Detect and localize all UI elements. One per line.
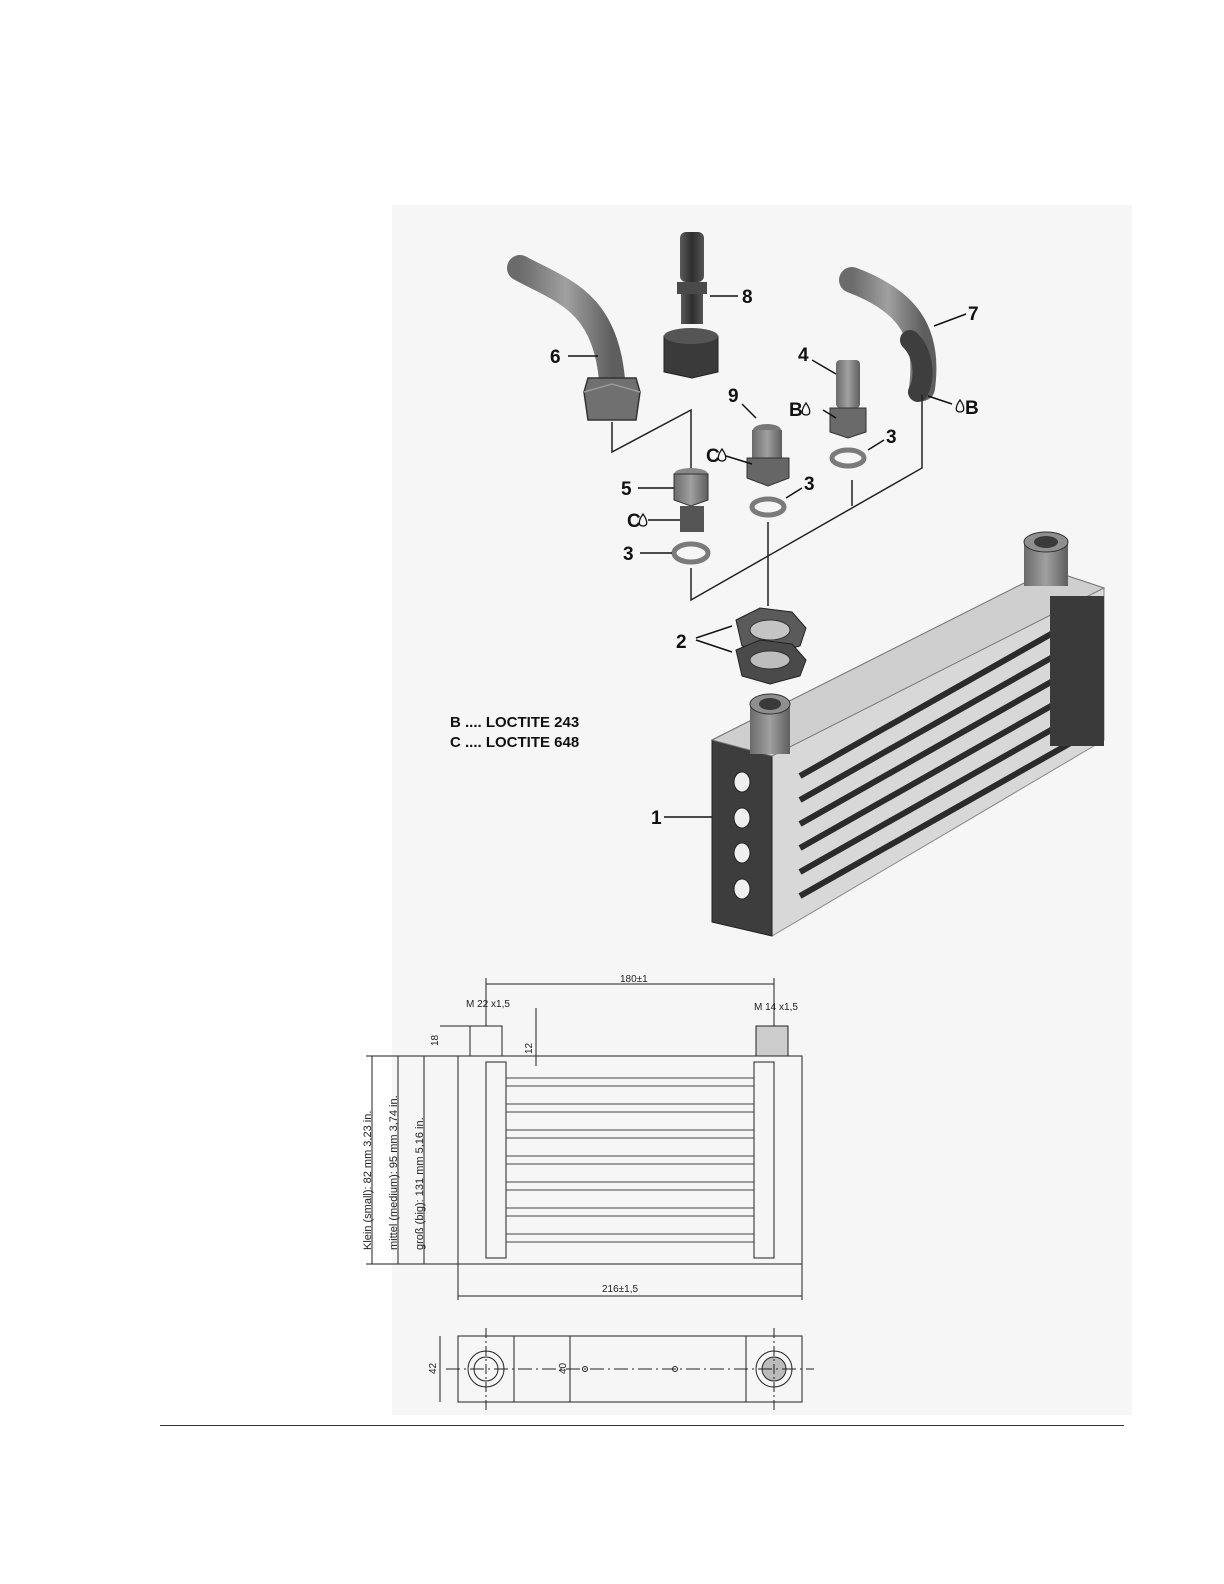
legend-loctite-c: C .... LOCTITE 648	[450, 734, 579, 751]
callout-c-lower: C	[627, 511, 641, 532]
footer-rule	[160, 1425, 1124, 1426]
callout-3b: 3	[804, 474, 815, 495]
drop-icon	[802, 403, 810, 415]
label-size-big: groß (big): 131 mm 5,16 in.	[414, 1117, 426, 1250]
dim-depth-40: 40	[558, 1362, 569, 1374]
part-6-elbow-fitting	[520, 268, 640, 420]
callout-1: 1	[651, 808, 662, 829]
part-9-adapter	[747, 424, 789, 486]
callout-5: 5	[621, 479, 632, 500]
callout-7: 7	[968, 304, 979, 325]
callout-6: 6	[550, 347, 561, 368]
callout-3a: 3	[886, 427, 897, 448]
label-size-medium: mittel (medium): 95 mm 3,74 in.	[388, 1095, 400, 1250]
part-1-oil-cooler	[712, 532, 1104, 936]
dim-span-top: 180±1	[620, 974, 648, 985]
callout-9: 9	[728, 386, 739, 407]
callout-4: 4	[798, 345, 809, 366]
part-5-adapter	[674, 468, 708, 532]
top-view-drawing	[440, 1328, 814, 1410]
dim-thread-left: M 22 x1,5	[466, 999, 510, 1010]
legend-loctite-b: B .... LOCTITE 243	[450, 714, 579, 731]
part-7-bent-hose	[852, 280, 923, 392]
callout-2: 2	[676, 632, 687, 653]
callout-b-left: B	[789, 400, 803, 421]
dim-height-12: 12	[524, 1042, 535, 1054]
label-size-small: Klein (small): 82 mm 3,23 in.	[362, 1111, 374, 1250]
part-2-lock-nuts	[736, 608, 806, 684]
callout-b-right: B	[965, 398, 979, 419]
callout-8: 8	[742, 287, 753, 308]
drop-icon	[956, 400, 964, 412]
part-8-straight-fitting	[664, 232, 718, 378]
dim-thread-right: M 14 x1,5	[754, 1002, 798, 1013]
callout-3c: 3	[623, 544, 634, 565]
dim-height-18: 18	[430, 1034, 441, 1046]
front-view-drawing	[366, 978, 802, 1300]
part-4-nipple	[830, 360, 866, 438]
dim-depth-42: 42	[428, 1362, 439, 1374]
callout-c-upper: C	[706, 446, 720, 467]
dim-width-bottom: 216±1,5	[602, 1284, 639, 1295]
